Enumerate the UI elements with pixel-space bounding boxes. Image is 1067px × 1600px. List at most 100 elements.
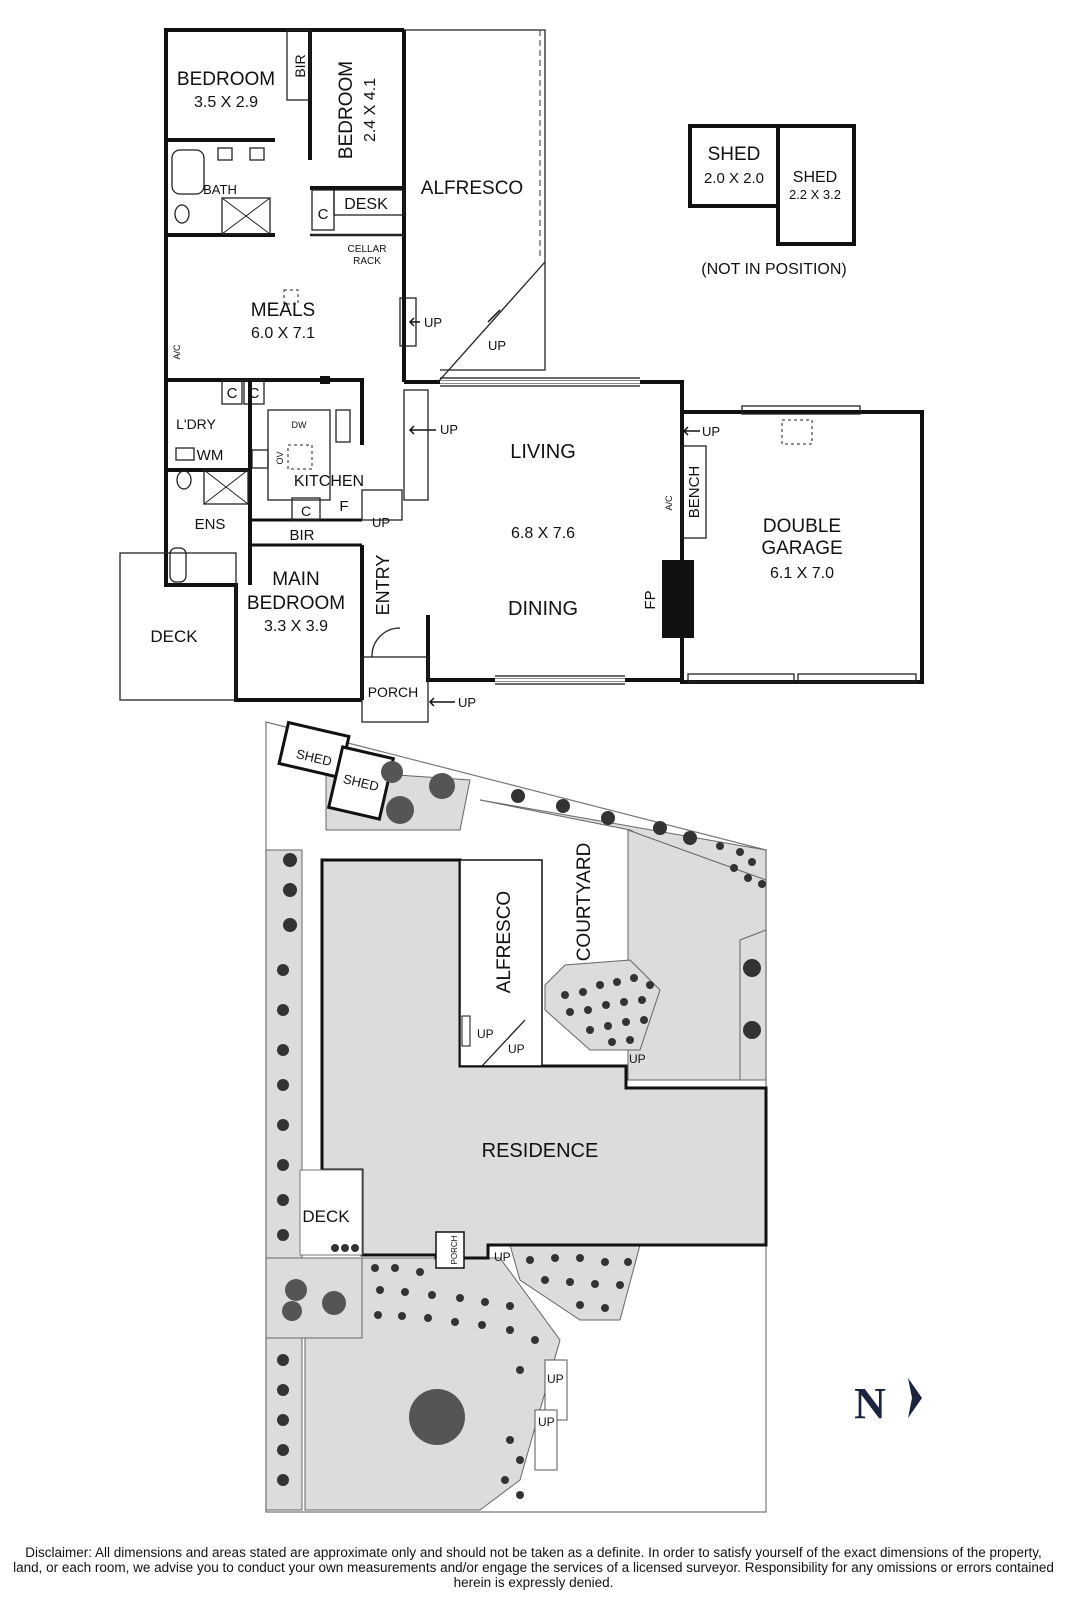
main-bedroom-name-1: MAIN bbox=[272, 569, 320, 590]
alfresco-label: ALFRESCO bbox=[421, 178, 523, 199]
fridge-marker bbox=[320, 376, 330, 384]
site-porch-box bbox=[435, 1231, 465, 1269]
bir1-box bbox=[286, 29, 311, 101]
bench-box bbox=[681, 445, 707, 539]
c-bir-label: C bbox=[301, 503, 311, 519]
c2-box bbox=[243, 379, 265, 405]
up-arrow-icon bbox=[428, 697, 455, 707]
bir1-label: BIR bbox=[292, 54, 308, 77]
meals-light bbox=[283, 289, 299, 305]
site-step-2 bbox=[534, 1409, 558, 1471]
porch-label: PORCH bbox=[368, 684, 419, 700]
stair-west-living bbox=[403, 389, 429, 501]
north-arrow: N bbox=[854, 1378, 922, 1428]
f-label: F bbox=[339, 498, 348, 515]
alfresco-ramp-edge bbox=[437, 261, 546, 383]
up-label-3: UP bbox=[440, 422, 458, 437]
bedroom1-name: BEDROOM bbox=[177, 69, 275, 90]
up-label-2: UP bbox=[488, 338, 506, 353]
up-arrow-icon bbox=[408, 425, 436, 435]
garden-south-west bbox=[265, 1257, 363, 1339]
bedroom2-dim: 2.4 X 4.1 bbox=[362, 78, 379, 142]
desk-label: DESK bbox=[344, 196, 388, 213]
desk-box bbox=[333, 189, 405, 216]
alfresco-area bbox=[459, 859, 543, 1067]
cellar-label-1: CELLAR bbox=[348, 244, 387, 255]
fireplace bbox=[662, 560, 694, 638]
c1-box bbox=[221, 379, 243, 405]
not-in-position-label: (NOT IN POSITION) bbox=[701, 261, 846, 278]
garden-west-strip bbox=[265, 849, 303, 1511]
site-up-5: UP bbox=[547, 1372, 564, 1386]
deck-label: DECK bbox=[150, 627, 198, 646]
laundry-label: L'DRY bbox=[176, 416, 216, 432]
up-arrow-icon bbox=[408, 317, 420, 327]
alfresco-outline bbox=[404, 29, 546, 371]
site-residence-label: RESIDENCE bbox=[482, 1140, 599, 1162]
entry-label: ENTRY bbox=[373, 555, 393, 616]
living-dim: 6.8 X 7.6 bbox=[511, 525, 575, 542]
c-desk-label: C bbox=[318, 206, 329, 223]
toilet-2 bbox=[176, 470, 192, 490]
garage-window bbox=[741, 405, 861, 415]
rangehood bbox=[287, 444, 313, 470]
shrubs bbox=[277, 761, 766, 1499]
site-courtyard-label: COURTYARD bbox=[574, 843, 595, 962]
up-label-1: UP bbox=[424, 315, 442, 330]
shed1-dim: 2.0 X 2.0 bbox=[704, 170, 764, 187]
basin-1 bbox=[217, 147, 233, 161]
fp-label: FP bbox=[642, 590, 659, 609]
wm-label: WM bbox=[197, 447, 224, 464]
dw-label: DW bbox=[292, 420, 307, 430]
deck-box bbox=[119, 552, 237, 701]
c-bir-box bbox=[291, 497, 321, 521]
meals-name: MEALS bbox=[251, 300, 315, 321]
living-label: LIVING bbox=[510, 441, 576, 463]
site-up-4: UP bbox=[494, 1250, 511, 1264]
main-bedroom-name-2: BEDROOM bbox=[247, 593, 345, 614]
garage-name-1: DOUBLE bbox=[763, 516, 841, 537]
site-deck-label: DECK bbox=[302, 1207, 350, 1226]
cellar-label-2: RACK bbox=[353, 256, 381, 267]
floor-plan-labels: BEDROOM 3.5 X 2.9 BIR BEDROOM 2.4 X 4.1 … bbox=[150, 54, 846, 710]
garage-light bbox=[781, 419, 813, 445]
ac2-label: A/C bbox=[664, 495, 674, 511]
up-markers: UP UP UP UP UP UP bbox=[372, 309, 720, 710]
site-plan bbox=[265, 720, 768, 1513]
up-label-4: UP bbox=[702, 424, 720, 439]
site-deck-box bbox=[299, 1169, 363, 1256]
site-up-2: UP bbox=[508, 1042, 525, 1056]
dining-label: DINING bbox=[508, 598, 578, 620]
shed2-name: SHED bbox=[793, 169, 837, 186]
bir2-label: BIR bbox=[289, 527, 314, 544]
site-up-3: UP bbox=[629, 1052, 646, 1066]
c2-label: C bbox=[249, 385, 260, 402]
kitchen-label: KITCHEN bbox=[294, 473, 364, 490]
sink bbox=[335, 409, 351, 443]
floor-plan bbox=[119, 28, 924, 723]
garage-name-2: GARAGE bbox=[761, 538, 842, 559]
site-up-1: UP bbox=[477, 1027, 494, 1041]
meals-dim: 6.0 X 7.1 bbox=[251, 325, 315, 342]
bedroom1-dim: 3.5 X 2.9 bbox=[194, 94, 258, 111]
disclaimer-text: Disclaimer: All dimensions and areas sta… bbox=[13, 1545, 1054, 1590]
garage-dim: 6.1 X 7.0 bbox=[770, 565, 834, 582]
garage-door-1 bbox=[687, 673, 795, 683]
bath-label: BATH bbox=[203, 182, 237, 197]
entry-door-swing bbox=[371, 627, 401, 658]
shed2-dim: 2.2 X 3.2 bbox=[789, 187, 841, 202]
cooktop bbox=[251, 449, 269, 469]
shed2-box bbox=[776, 124, 856, 246]
entry-stairs bbox=[361, 489, 403, 521]
garden-east bbox=[627, 829, 767, 1081]
shower-1 bbox=[221, 197, 271, 235]
ensuite-basin bbox=[169, 547, 187, 583]
shed1-name: SHED bbox=[708, 144, 761, 165]
bedroom2-name: BEDROOM bbox=[336, 61, 357, 159]
site-alfresco-label: ALFRESCO bbox=[494, 891, 515, 993]
north-arrow-icon bbox=[908, 1378, 922, 1418]
main-bedroom-dim: 3.3 X 3.9 bbox=[264, 618, 328, 635]
site-porch-label: PORCH bbox=[450, 1235, 459, 1264]
ens-label: ENS bbox=[195, 516, 226, 533]
